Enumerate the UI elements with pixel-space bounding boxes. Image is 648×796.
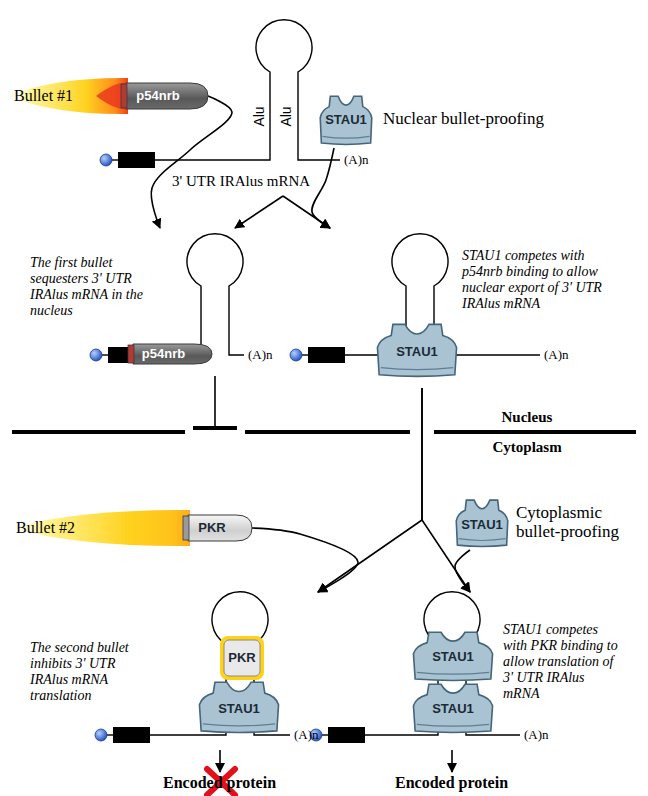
mrna-complex: STAU1 competes with p54nrb binding to al… bbox=[280, 228, 630, 388]
bullet-body bbox=[133, 344, 212, 364]
vest-strap bbox=[203, 724, 275, 726]
bullet-rim bbox=[121, 84, 127, 108]
flow-arrow bbox=[451, 750, 453, 772]
caption-text: The first bullet sequesters 3' UTR IRAlu… bbox=[30, 255, 155, 319]
vest-strap bbox=[417, 724, 489, 726]
bound-protein: STAU1 bbox=[374, 322, 460, 378]
bound-protein: PKR bbox=[220, 636, 264, 680]
rna-strand bbox=[102, 354, 108, 355]
bullet-label: Bullet #1 bbox=[14, 86, 73, 105]
coding-region bbox=[113, 727, 150, 743]
rna-strand bbox=[322, 734, 328, 735]
bullet-rim bbox=[128, 345, 134, 363]
coding-regions bbox=[108, 152, 365, 743]
bullet-flame bbox=[10, 510, 190, 546]
protein-name: p54nrb bbox=[126, 88, 190, 103]
repeat-label: Alu bbox=[253, 106, 266, 126]
protein-name: STAU1 bbox=[318, 112, 374, 127]
bound-protein: p54nrb bbox=[128, 343, 212, 365]
protein-product: Encoded protein bbox=[390, 772, 514, 794]
vest-strap bbox=[458, 539, 505, 541]
mrna-cap bbox=[290, 349, 302, 361]
flow-arrow bbox=[422, 388, 470, 592]
protein-label: Encoded protein bbox=[163, 773, 276, 792]
protective-vest: STAU1 Cytoplasmic bullet-proofing bbox=[452, 498, 632, 550]
inhibition-line bbox=[214, 376, 216, 427]
caption-text: The second bullet inhibits 3' UTR IRAlus… bbox=[30, 640, 155, 704]
protein-name: STAU1 bbox=[410, 701, 496, 716]
polya-label: (A)n bbox=[524, 727, 549, 743]
bullet-body bbox=[126, 83, 208, 109]
flow-arrow bbox=[455, 550, 470, 592]
rna-strand bbox=[302, 354, 308, 355]
polya-label: (A)n bbox=[248, 347, 273, 363]
protein-name: STAU1 bbox=[374, 344, 460, 359]
bullet-protein: Bullet #2 PKR bbox=[10, 508, 252, 548]
nuclear-membrane bbox=[12, 430, 636, 434]
protein-name: STAU1 bbox=[196, 701, 282, 716]
compartment-label: Cytoplasm bbox=[493, 439, 562, 456]
protective-vest: STAU1 Nuclear bullet-proofing bbox=[315, 92, 550, 148]
flow-arrow bbox=[219, 750, 221, 772]
inhibition-bar bbox=[193, 426, 237, 430]
flow-arrow bbox=[252, 528, 358, 592]
polya-label: (A)n bbox=[344, 152, 369, 168]
vest-strap bbox=[381, 368, 453, 370]
protein-name: STAU1 bbox=[454, 517, 510, 532]
mrna-construct: 3' UTR IRAlus mRNA bbox=[95, 120, 310, 196]
flow-arrow bbox=[235, 196, 283, 228]
process-label: Cytoplasmic bullet-proofing bbox=[516, 503, 630, 541]
rna-strand bbox=[107, 734, 113, 735]
mrna-complex: STAU1 competes with PKR binding to allow… bbox=[338, 592, 638, 750]
protein-name: p54nrb bbox=[133, 346, 194, 361]
coding-region bbox=[118, 152, 155, 168]
flow-arrow bbox=[312, 148, 334, 228]
bound-protein: STAU1 bbox=[196, 680, 282, 734]
repeat-label: Alu bbox=[280, 106, 293, 126]
bullet-fire bbox=[96, 83, 128, 109]
bullet-rim bbox=[183, 516, 189, 540]
bullet-protein: Bullet #1 p54nrb bbox=[8, 76, 208, 116]
coding-region bbox=[328, 727, 365, 743]
coding-region bbox=[308, 347, 345, 363]
protein-product: Encoded protein bbox=[158, 772, 282, 794]
flow-arrow bbox=[151, 96, 232, 228]
bullet-flame bbox=[8, 78, 128, 114]
mrna-cap bbox=[95, 729, 107, 741]
compartment-label: Nucleus bbox=[502, 409, 553, 426]
protein-label: Encoded protein bbox=[395, 773, 508, 792]
rna-strand bbox=[112, 159, 118, 160]
mrna-cap bbox=[90, 349, 102, 361]
rna-hairpin bbox=[150, 592, 290, 735]
vest-strap bbox=[417, 672, 489, 674]
mrna-label: 3' UTR IRAlus mRNA bbox=[172, 172, 310, 190]
bullet-body bbox=[188, 515, 252, 541]
rna-hairpin bbox=[365, 592, 520, 735]
flow-arrow bbox=[318, 388, 422, 592]
caption-text: STAU1 competes with PKR binding to allow… bbox=[503, 622, 623, 702]
caption-text: STAU1 competes with p54nrb binding to al… bbox=[462, 248, 627, 312]
mrna-complex: The second bullet inhibits 3' UTR IRAlus… bbox=[22, 592, 332, 750]
process-label: Nuclear bullet-proofing bbox=[383, 109, 544, 128]
protein-name: PKR bbox=[188, 520, 236, 535]
polya-label: (A)n bbox=[294, 727, 319, 743]
mrna-complex: The first bullet sequesters 3' UTR IRAlu… bbox=[28, 228, 275, 373]
mrna-cap bbox=[100, 154, 112, 166]
bound-protein: STAU1 bbox=[410, 630, 496, 682]
polya-label: (A)n bbox=[544, 347, 569, 363]
protein-name: PKR bbox=[220, 650, 264, 665]
bound-protein: STAU1 bbox=[410, 682, 496, 734]
rna-hairpin bbox=[145, 234, 244, 355]
bullet-label: Bullet #2 bbox=[16, 518, 75, 537]
protein-name: STAU1 bbox=[410, 649, 496, 664]
vest-strap bbox=[322, 136, 369, 138]
